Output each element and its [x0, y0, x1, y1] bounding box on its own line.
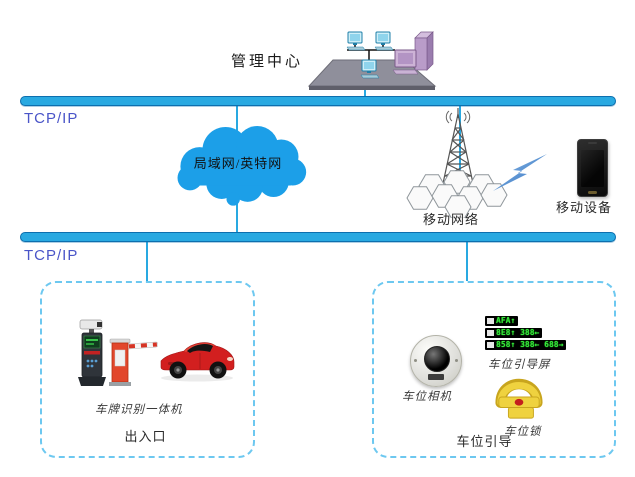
phone-speaker — [588, 142, 597, 144]
camera-plate — [428, 374, 444, 380]
car-icon — [160, 342, 235, 382]
management-center-label: 管理中心 — [231, 54, 304, 70]
tcp-bus-bottom — [20, 232, 616, 242]
led-prefix-block — [487, 342, 494, 348]
mobile-device-label: 移动设备 — [556, 200, 613, 215]
smartphone-icon — [577, 139, 608, 197]
cloud-icon — [177, 126, 307, 206]
cell-tower-icon — [406, 108, 508, 218]
lpr-device-label: 车牌识别一体机 — [95, 404, 183, 416]
led-prefix-block — [487, 330, 494, 336]
guidance-screen-row: 8E8↑ 388← — [485, 328, 543, 338]
mobile-network-label: 移动网络 — [423, 212, 480, 227]
phone-home-button — [588, 191, 597, 194]
lightning-icon — [493, 154, 547, 191]
tcp-label-bottom: TCP/IP — [24, 247, 79, 264]
parking-lock-icon — [495, 378, 543, 419]
parking-lock-label: 车位锁 — [504, 426, 542, 438]
led-text: 8E8↑ 388← — [496, 328, 540, 337]
led-text: 858↑ 388← 688→ — [496, 340, 564, 349]
tcp-label-top: TCP/IP — [24, 110, 79, 127]
lpr-kiosk-barrier-icon — [78, 319, 158, 386]
cloud-label: 局域网/英特网 — [193, 156, 283, 171]
led-text: AFA↑ — [496, 316, 516, 325]
tcp-bus-top — [20, 96, 616, 106]
led-prefix-block — [487, 318, 494, 324]
connector-bus2-to-entrance — [146, 240, 148, 282]
computers-platform-icon — [307, 31, 437, 90]
spot-camera-label: 车位相机 — [402, 391, 452, 403]
connector-bus2-to-guidance — [466, 240, 468, 282]
camera-screw — [455, 359, 458, 362]
phone-screen — [581, 150, 604, 187]
connector-bus1-to-mobile — [459, 104, 461, 215]
guidance-screen-label: 车位引导屏 — [488, 359, 551, 371]
dome-camera-icon — [410, 335, 462, 387]
guidance-screen-row: AFA↑ — [485, 316, 519, 326]
camera-lens — [424, 346, 450, 372]
connector-mgmt-to-bus1 — [364, 84, 366, 97]
guidance-screen-row: 858↑ 388← 688→ — [485, 340, 567, 350]
guidance-zone-title: 车位引导 — [456, 434, 513, 449]
camera-screw — [414, 359, 417, 362]
entrance-zone-title: 出入口 — [124, 429, 167, 444]
